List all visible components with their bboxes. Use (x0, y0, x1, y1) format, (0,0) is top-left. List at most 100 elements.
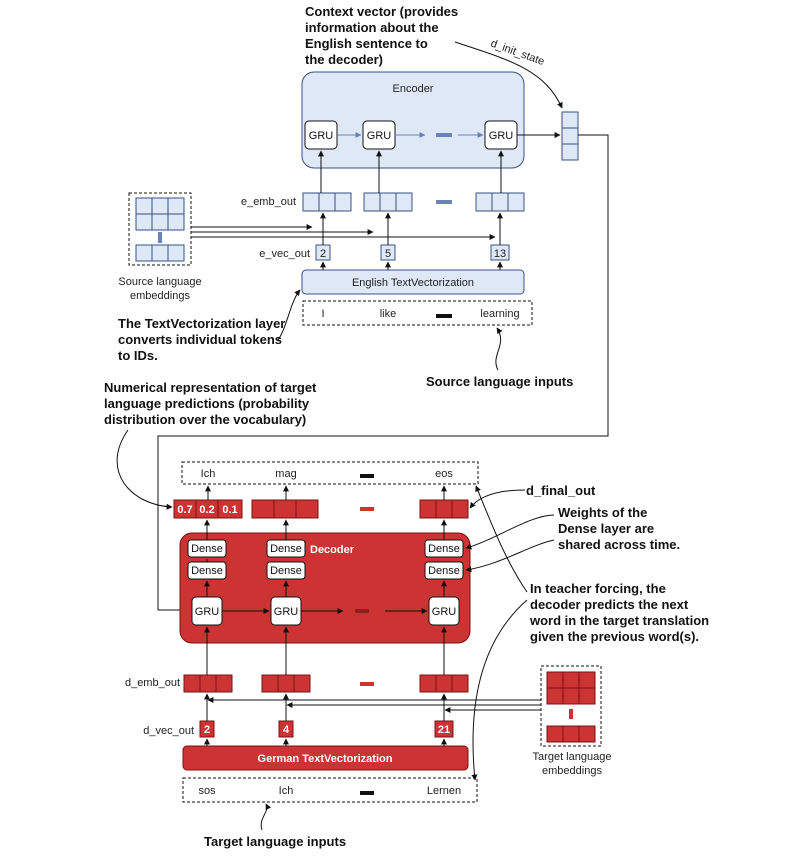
prob-3c (451, 499, 469, 519)
dense-2b (266, 561, 306, 580)
decoder-gru-cells: GRU GRU GRU (191, 596, 460, 626)
encoder-ellipsis (436, 133, 452, 137)
numerical-rep-annotation: Numerical representation of target langu… (104, 380, 317, 427)
source-embeddings: Source language embeddings (118, 192, 202, 302)
target-embeddings-label-2: embeddings (542, 765, 602, 777)
d-emb-3b (435, 674, 453, 693)
dense-weights-arrow-2 (465, 539, 555, 573)
context-to-decoder-path (157, 134, 609, 613)
dense-weights-line-3: shared across time. (558, 537, 680, 552)
d-id-2: 4 (283, 724, 290, 736)
d-emb-out-label: d_emb_out (125, 677, 180, 689)
target-embeddings-frame (540, 665, 602, 747)
se-c5 (151, 213, 169, 231)
source-tokens-box (302, 300, 533, 326)
d-id-1: 2 (204, 724, 210, 736)
d-final-out-arrow (469, 489, 526, 509)
target-token-ellipsis (360, 791, 374, 795)
te-c7 (546, 725, 564, 743)
dense-3b (424, 561, 464, 580)
target-token-3: Lernen (427, 785, 461, 797)
d-init-state-arrow (454, 41, 563, 109)
prob-cell-3 (217, 499, 243, 519)
textvectorization-annotation: The TextVectorization layer converts ind… (118, 316, 285, 363)
num-rep-arrow (116, 429, 173, 510)
e-emb-2b (379, 192, 397, 212)
e-emb-2a (363, 192, 381, 212)
te-c4 (546, 687, 564, 705)
se-c7 (135, 244, 153, 262)
e-emb-ellipsis (436, 200, 452, 204)
dense-3b-label: Dense (428, 565, 460, 577)
encoder-gru-cells: GRU GRU GRU (304, 120, 518, 150)
dense-weights-line-2: Dense layer are (558, 521, 654, 536)
decoder-output-3: eos (435, 468, 453, 480)
te-c3 (578, 671, 596, 689)
teacher-forcing-line-2: decoder predicts the next (530, 597, 689, 612)
source-token-1: I (321, 308, 324, 320)
dense-weights-line-1: Weights of the (558, 505, 647, 520)
prob-ellipsis (360, 507, 374, 511)
e-emb-out-label: e_emb_out (241, 196, 296, 208)
target-token-2: Ich (279, 785, 294, 797)
tv-note-line-2: converts individual tokens (118, 332, 282, 347)
decoder-outputs-box (181, 461, 479, 485)
se-c1 (135, 197, 153, 215)
se-c8 (151, 244, 169, 262)
context-cell-3 (561, 143, 579, 161)
source-token-2: like (380, 308, 397, 320)
se-ellipsis (158, 232, 162, 243)
e-id-3: 13 (494, 248, 506, 260)
german-textvectorization (182, 745, 469, 771)
encoder-gru-3-label: GRU (489, 130, 514, 142)
d-emb-ellipsis (360, 682, 374, 686)
d-emb-1b (199, 674, 217, 693)
se-c6 (167, 213, 185, 231)
source-token-3: learning (480, 308, 519, 320)
encoder-title: Encoder (393, 83, 434, 95)
tv-note-line-1: The TextVectorization layer (118, 316, 285, 331)
d-vec-out-label: d_vec_out (143, 725, 194, 737)
decoder-embedding-outputs (183, 674, 469, 693)
d-final-out-label: d_final_out (526, 483, 596, 498)
teacher-forcing-arrow-down (471, 599, 528, 781)
source-token-ellipsis (436, 314, 452, 318)
te-c5 (562, 687, 580, 705)
num-rep-line-1: Numerical representation of target (104, 380, 317, 395)
d-emb-2c (293, 674, 311, 693)
teacher-forcing-arrow-up (475, 485, 528, 593)
d-emb-3c (451, 674, 469, 693)
dense-2a-label: Dense (270, 543, 302, 555)
encoder-gru-2-label: GRU (367, 130, 392, 142)
d-emb-1a (183, 674, 201, 693)
d-id-3: 21 (438, 724, 450, 736)
teacher-forcing-line-4: given the previous word(s). (530, 629, 699, 644)
prob-1: 0.7 (177, 504, 192, 516)
teacher-forcing-line-1: In teacher forcing, the (530, 581, 666, 596)
prob-3: 0.1 (222, 504, 237, 516)
te-ellipsis (569, 709, 573, 719)
e-emb-3b (491, 192, 509, 212)
context-vector-line-4: the decoder) (305, 52, 383, 67)
target-embeddings: Target language embeddings (533, 665, 612, 777)
decoder-box (179, 532, 471, 644)
te-c1 (546, 671, 564, 689)
e-vec-out-label: e_vec_out (259, 248, 310, 260)
num-rep-line-3: distribution over the vocabulary) (104, 412, 306, 427)
e-emb-1c (334, 192, 352, 212)
se-c3 (167, 197, 185, 215)
decoder-probability-vectors: 0.7 0.2 0.1 (173, 499, 469, 519)
d-emb-3a (419, 674, 437, 693)
encoder-embedding-outputs (302, 192, 525, 212)
dense-weights-annotation: Weights of the Dense layer are shared ac… (558, 505, 680, 552)
target-tokens-box (182, 777, 478, 803)
english-textvectorization (301, 269, 525, 295)
target-inputs-arrow (260, 803, 272, 831)
target-embeddings-label-1: Target language (533, 751, 612, 763)
e-emb-2c (395, 192, 413, 212)
decoder-dense-layers: Dense Dense Dense Dense Dense Dense (187, 539, 464, 580)
num-rep-line-2: language predictions (probability (104, 396, 310, 411)
tv-note-arrow (277, 289, 301, 341)
te-c9 (578, 725, 596, 743)
